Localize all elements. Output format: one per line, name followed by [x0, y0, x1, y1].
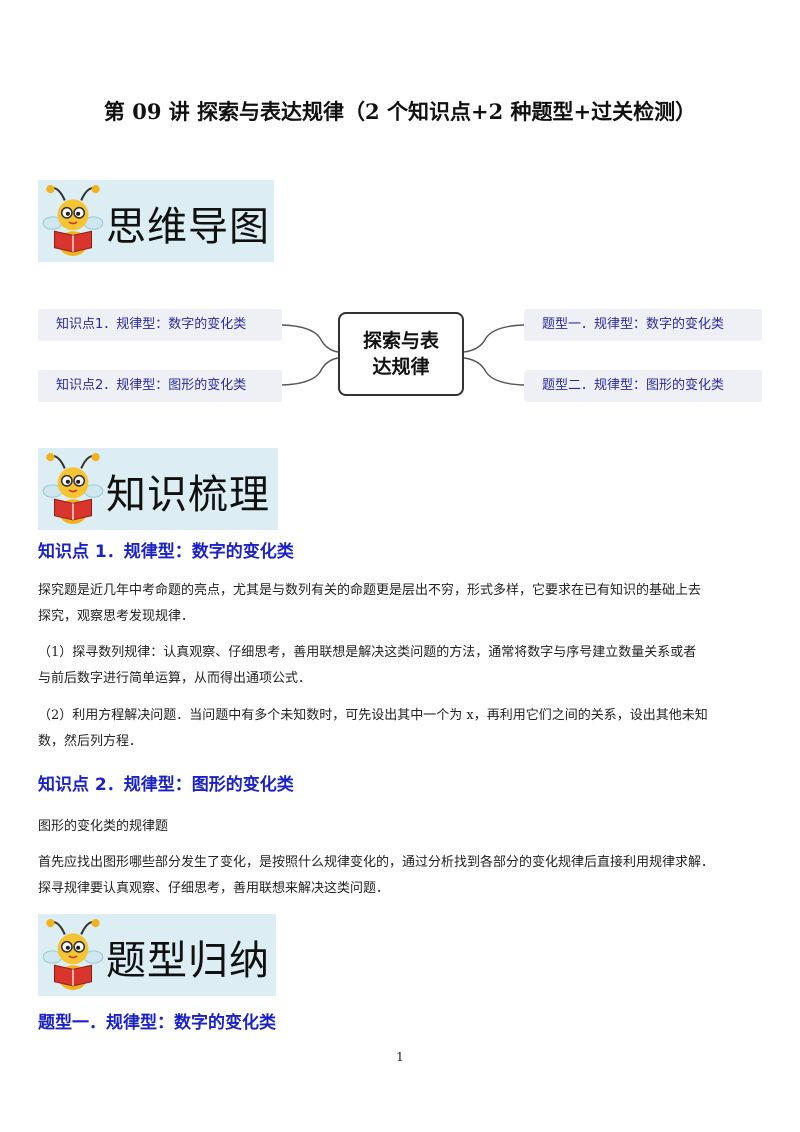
banner-knowledge-label: 知识梳理 [106, 472, 270, 518]
bee-icon [42, 452, 104, 526]
mindmap-connectors [281, 324, 525, 386]
text-line: （2）利用方程解决问题．当问题中有多个未知数时，可先设出其中一个为 x，再利用它… [38, 708, 708, 723]
mindmap-center-node[interactable]: 探索与表 达规律 [338, 312, 464, 396]
banner-knowledge: 知识梳理 [38, 448, 278, 530]
section1-paragraph-3: （2）利用方程解决问题．当问题中有多个未知数时，可先设出其中一个为 x，再利用它… [38, 703, 766, 755]
text-line: （1）探寻数列规律：认真观察、仔细思考，善用联想是解决这类问题的方法，通常将数字… [38, 645, 697, 660]
text-line: 与前后数字进行简单运算，从而得出通项公式． [38, 671, 312, 686]
section2-paragraph-2: 首先应找出图形哪些部分发生了变化，是按照什么规律变化的，通过分析找到各部分的变化… [38, 850, 766, 902]
bee-icon [42, 918, 104, 992]
mindmap-center-line-2: 达规律 [372, 356, 430, 378]
banner-mindmap-label: 思维导图 [106, 204, 270, 250]
section2-paragraph-1: 图形的变化类的规律题 [38, 819, 169, 834]
mindmap-node-type-2[interactable]: 题型二．规律型：图形的变化类 [524, 370, 762, 402]
banner-types-label: 题型归纳 [106, 938, 270, 984]
banner-mindmap: 思维导图 [38, 180, 274, 262]
section1-paragraph-1: 探究题是近几年中考命题的亮点，尤其是与数列有关的命题更是层出不穷，形式多样，它要… [38, 578, 766, 630]
text-line: 探究，观察思考发现规律． [38, 609, 195, 624]
text-line: 探寻规律要认真观察、仔细思考，善用联想来解决这类问题． [38, 881, 390, 896]
section1-paragraph-2: （1）探寻数列规律：认真观察、仔细思考，善用联想是解决这类问题的方法，通常将数字… [38, 640, 766, 692]
document-title: 第 09 讲 探索与表达规律（2 个知识点+2 种题型+过关检测） [103, 99, 697, 124]
mindmap-center-line-1: 探索与表 [362, 330, 439, 352]
text-line: 首先应找出图形哪些部分发生了变化，是按照什么规律变化的，通过分析找到各部分的变化… [38, 855, 715, 870]
section1-heading: 知识点 1．规律型：数字的变化类 [38, 542, 294, 562]
banner-types: 题型归纳 [38, 914, 276, 996]
text-line: 探究题是近几年中考命题的亮点，尤其是与数列有关的命题更是层出不穷，形式多样，它要… [38, 583, 702, 598]
mindmap-node-knowledge-1[interactable]: 知识点1．规律型：数字的变化类 [38, 309, 282, 341]
mindmap-node-knowledge-2[interactable]: 知识点2．规律型：图形的变化类 [38, 370, 282, 402]
section3-heading: 题型一．规律型：数字的变化类 [38, 1013, 276, 1033]
section2-heading: 知识点 2．规律型：图形的变化类 [38, 775, 294, 795]
page-number: 1 [396, 1050, 404, 1064]
text-line: 数，然后列方程． [38, 734, 143, 749]
mindmap-node-type-1[interactable]: 题型一．规律型：数字的变化类 [524, 309, 762, 341]
